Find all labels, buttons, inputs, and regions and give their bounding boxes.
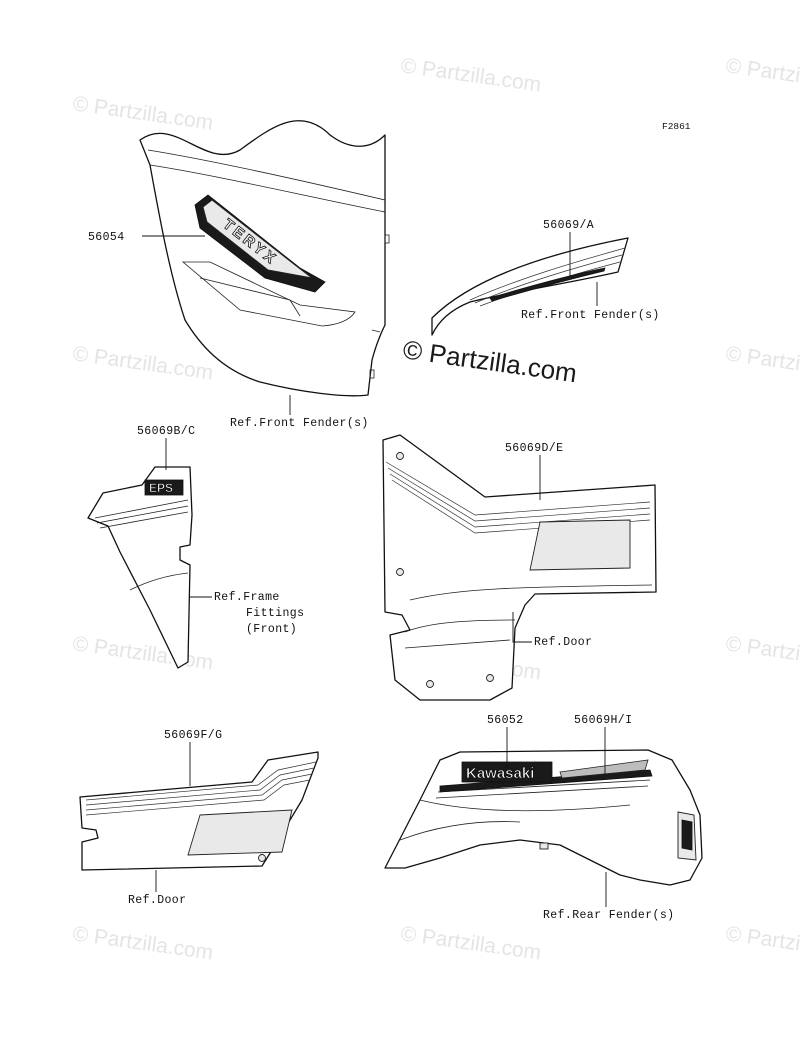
callout-56069fg: 56069F/G xyxy=(164,729,222,742)
ref-rear-fender: Ref.Rear Fender(s) xyxy=(543,909,674,922)
ref-frame-fittings-line2: Fittings xyxy=(246,607,304,620)
callout-56052: 56052 xyxy=(487,714,524,727)
front-fender-drawing: TERYX xyxy=(139,120,390,397)
stripe-decal-56069a xyxy=(431,237,629,336)
watermark: © Partzilla.com xyxy=(71,922,214,964)
watermark: © Partzilla.com xyxy=(724,342,800,384)
watermark: © Partzilla.com xyxy=(71,92,214,134)
callout-56069bc: 56069B/C xyxy=(137,425,195,438)
kawasaki-emblem: Kawasaki xyxy=(466,765,534,782)
ref-door-2: Ref.Door xyxy=(128,894,186,907)
watermark: © Partzilla.com xyxy=(399,922,542,964)
eps-emblem: EPS xyxy=(149,481,173,495)
figure-code: F2861 xyxy=(662,121,691,132)
ref-frame-fittings-line1: Ref.Frame xyxy=(214,591,280,604)
ref-frame-fittings-line3: (Front) xyxy=(246,623,297,636)
door-decal-56069de xyxy=(382,434,657,701)
watermark: © Partzilla.com xyxy=(399,54,542,96)
callout-56069de: 56069D/E xyxy=(505,442,563,455)
watermark-main: © Partzilla.com xyxy=(401,334,579,388)
watermark: © Partzilla.com xyxy=(724,922,800,964)
ref-door-1: Ref.Door xyxy=(534,636,592,649)
watermark: © Partzilla.com xyxy=(724,54,800,96)
callout-56069hi: 56069H/I xyxy=(574,714,632,727)
ref-front-fender-1: Ref.Front Fender(s) xyxy=(230,417,369,430)
callout-56054: 56054 xyxy=(88,231,125,244)
watermark: © Partzilla.com xyxy=(71,342,214,384)
watermark: © Partzilla.com xyxy=(71,632,214,674)
callout-56069a: 56069/A xyxy=(543,219,594,232)
frame-fitting-decal-56069bc: EPS xyxy=(87,466,193,669)
rear-fender-drawing: Kawasaki xyxy=(384,749,703,886)
door-decal-56069fg xyxy=(79,751,319,871)
ref-front-fender-2: Ref.Front Fender(s) xyxy=(521,309,660,322)
watermark: © Partzilla.com xyxy=(724,632,800,674)
